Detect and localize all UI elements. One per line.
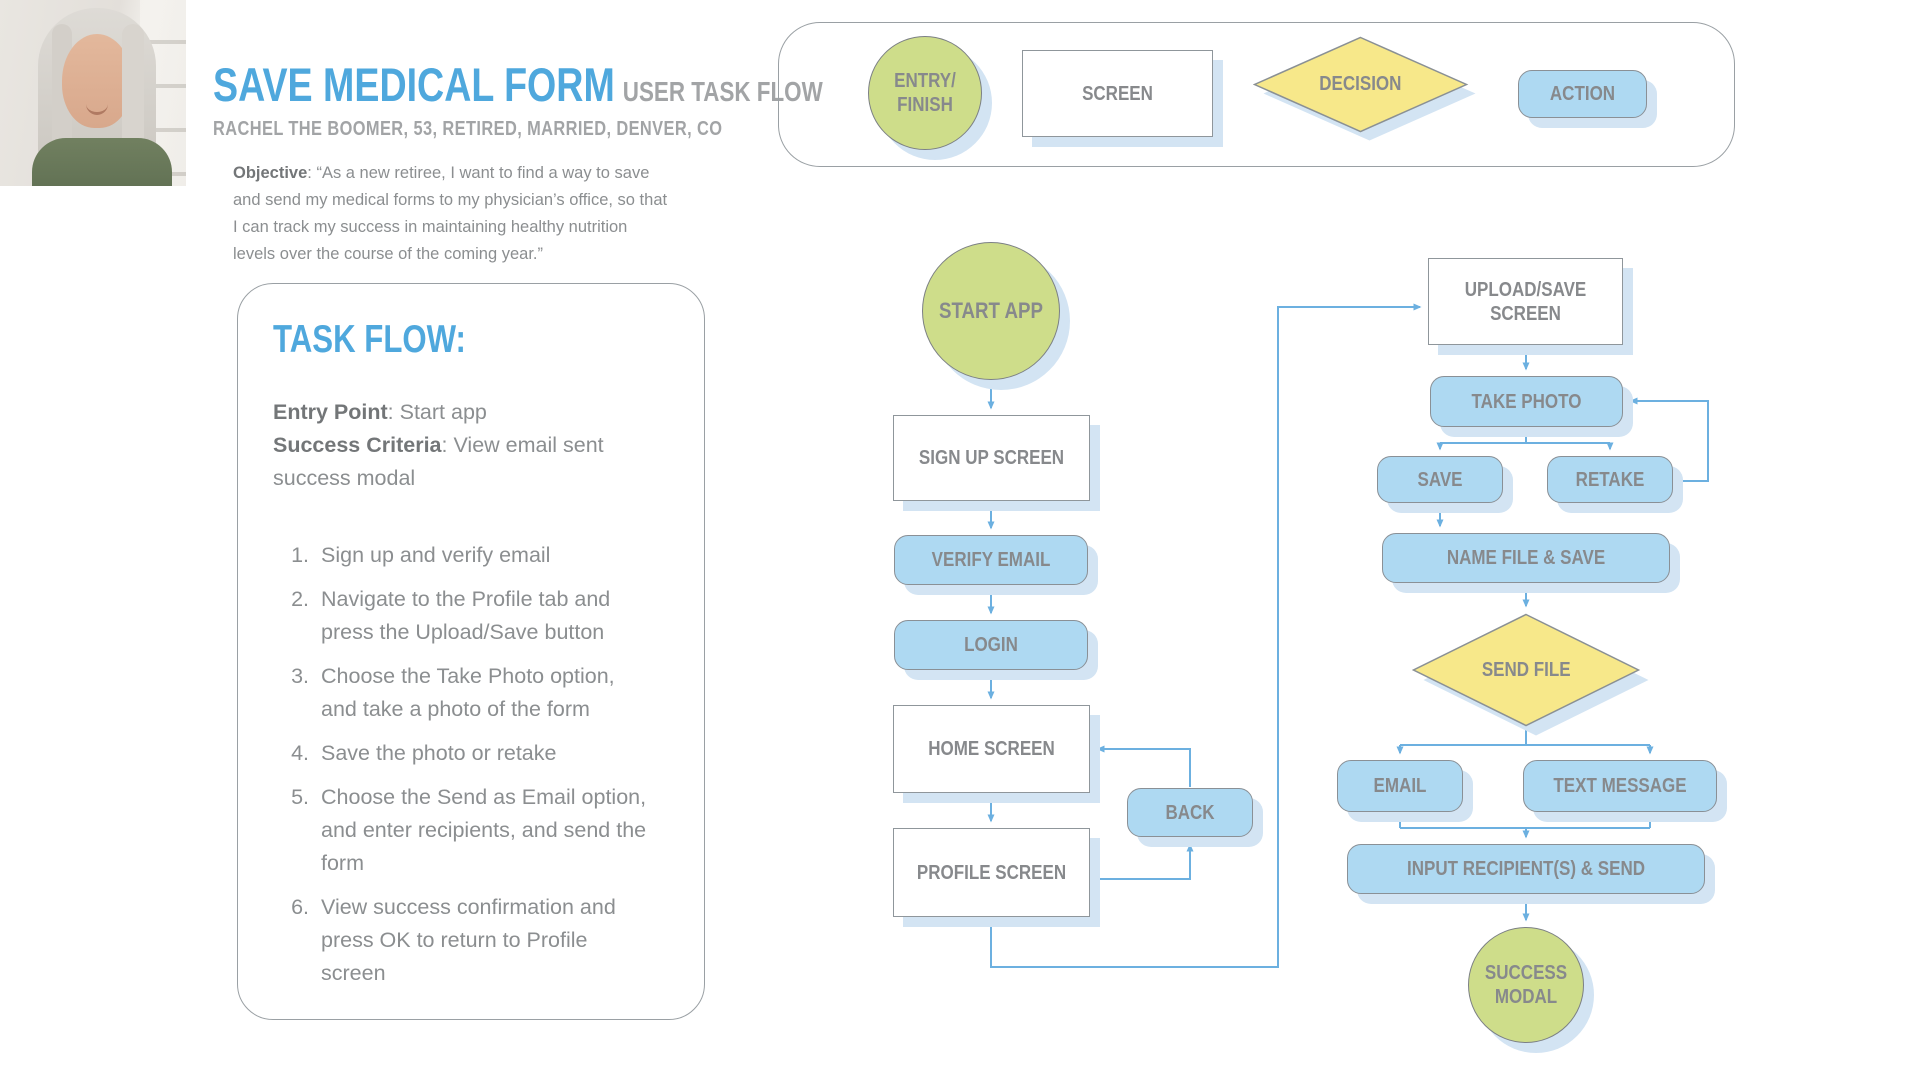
task-step: Save the photo or retake <box>315 737 656 770</box>
flow-node-upload-save-screen: UPLOAD/SAVE SCREEN <box>1428 258 1623 345</box>
task-flow-meta: Entry Point: Start app Success Criteria:… <box>273 396 656 495</box>
flow-node-sign-up-screen: SIGN UP SCREEN <box>893 415 1090 501</box>
photo-hair-strand <box>122 24 144 164</box>
task-flow-heading: TASK FLOW: <box>273 318 466 361</box>
photo-smile <box>86 102 108 115</box>
flow-node-save: SAVE <box>1377 456 1503 503</box>
decision-diamond-shape <box>1252 36 1476 141</box>
flow-node-success-modal: SUCCESS MODAL <box>1468 927 1584 1043</box>
objective-text: : “As a new retiree, I want to find a wa… <box>233 164 668 263</box>
decision-diamond-shape <box>1411 613 1649 736</box>
legend-screen: SCREEN <box>1022 50 1213 137</box>
flow-node-send-file: SEND FILE <box>1411 613 1652 739</box>
task-flow-panel: TASK FLOW: Entry Point: Start app Succes… <box>237 283 705 1020</box>
persona-line: RACHEL THE BOOMER, 53, RETIRED, MARRIED,… <box>213 117 723 140</box>
flow-node-verify-email: VERIFY EMAIL <box>894 535 1088 585</box>
flow-node-take-photo: TAKE PHOTO <box>1430 376 1623 427</box>
task-step: Navigate to the Profile tab and press th… <box>315 583 656 649</box>
page-title: SAVE MEDICAL FORM <box>213 58 615 111</box>
persona-photo <box>0 0 186 186</box>
flow-node-input-recipients-send: INPUT RECIPIENT(S) & SEND <box>1347 844 1705 894</box>
success-criteria-label: Success Criteria <box>273 433 442 457</box>
task-step: View success confirmation and press OK t… <box>315 891 656 990</box>
legend-entry-finish: ENTRY/ FINISH <box>868 36 982 150</box>
entry-point-line: Entry Point: Start app <box>273 400 487 424</box>
legend-panel <box>778 22 1735 167</box>
task-steps-list: Sign up and verify emailNavigate to the … <box>273 539 656 990</box>
flow-node-name-file-save: NAME FILE & SAVE <box>1382 533 1670 583</box>
success-criteria-line: Success Criteria: View email sent succes… <box>273 433 604 490</box>
page-title-suffix: USER TASK FLOW <box>622 76 823 107</box>
flow-node-retake: RETAKE <box>1547 456 1673 503</box>
flow-node-home-screen: HOME SCREEN <box>893 705 1090 793</box>
photo-shirt <box>32 138 172 186</box>
legend-decision: DECISION <box>1252 36 1481 146</box>
task-step: Choose the Send as Email option, and ent… <box>315 781 656 880</box>
objective-label: Objective <box>233 164 308 182</box>
task-step: Sign up and verify email <box>315 539 656 572</box>
task-step: Choose the Take Photo option, and take a… <box>315 660 656 726</box>
flow-node-login: LOGIN <box>894 620 1088 670</box>
flow-node-email: EMAIL <box>1337 760 1463 812</box>
flow-node-profile-screen: PROFILE SCREEN <box>893 828 1090 917</box>
flow-node-start-app: START APP <box>922 242 1060 380</box>
objective-paragraph: Objective: “As a new retiree, I want to … <box>233 160 669 268</box>
legend-action: ACTION <box>1518 70 1647 118</box>
entry-point-label: Entry Point <box>273 400 388 424</box>
flow-node-back: BACK <box>1127 788 1253 837</box>
flow-node-text-message: TEXT MESSAGE <box>1523 760 1717 812</box>
